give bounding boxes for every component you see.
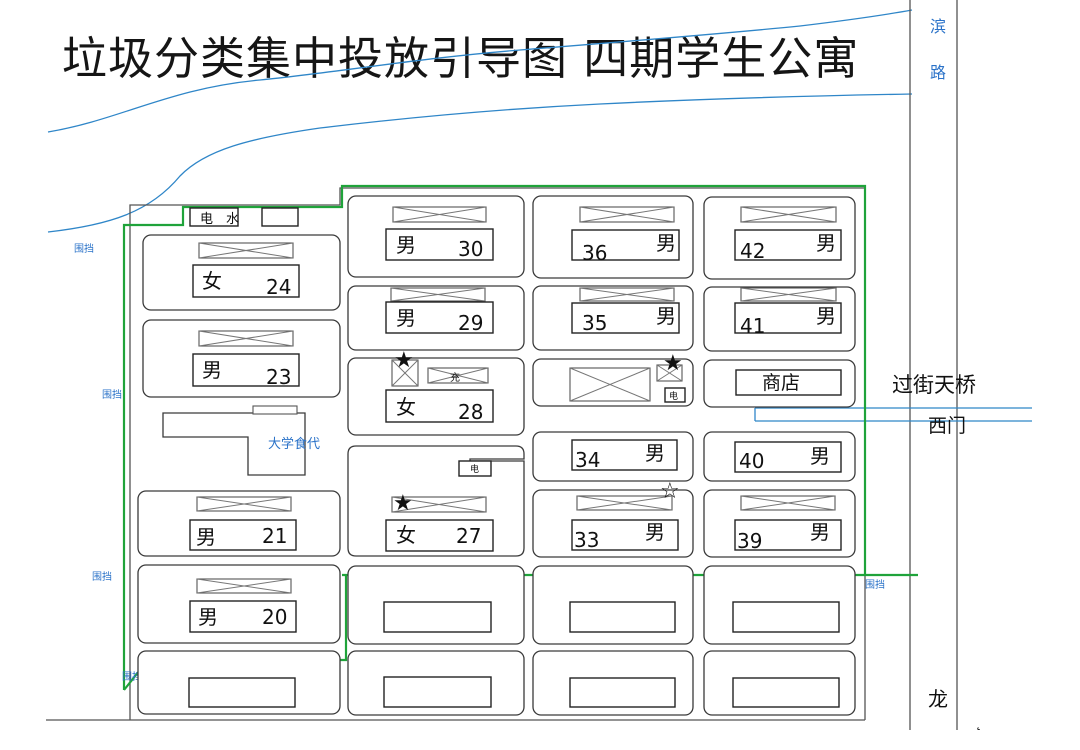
dorm-building: 36 男 [532, 195, 694, 279]
dorm-building: 42 男 [703, 196, 856, 280]
dorm-building: 电 女 27 [347, 445, 525, 557]
guide-route [122, 184, 867, 690]
collection-point-star-icon: ★ [394, 348, 414, 373]
canteen-label: 大学食代 [268, 436, 320, 452]
empty-building [347, 565, 525, 645]
dorm-gender: 男 [810, 520, 830, 544]
dorm-gender: 男 [816, 304, 836, 328]
dorm-building: 男 30 [347, 195, 525, 278]
road-name-bottom: 龙 [928, 687, 948, 711]
dorm-number: 29 [458, 311, 483, 335]
fence-label: 围挡 [92, 570, 112, 583]
dorm-building: 充 女 28 [347, 357, 525, 436]
dorm-building: 39 男 [703, 489, 856, 558]
dorm-building: 男 20 [137, 564, 341, 644]
shop-building: 商店 [703, 359, 856, 408]
bridge-label: 过街天桥 [892, 373, 976, 397]
dorm-building: 41 男 [703, 286, 856, 352]
river-line [47, 9, 913, 133]
empty-building [532, 650, 694, 716]
dorm-building: 男 21 [137, 490, 341, 557]
dorm-number: 23 [266, 365, 291, 389]
dorm-number: 24 [266, 275, 291, 299]
dorm-number: 40 [739, 449, 764, 473]
empty-building [532, 565, 694, 645]
dorm-number: 30 [458, 237, 483, 261]
laundry-building: 电 [532, 358, 694, 407]
dorm-building: 男 29 [347, 285, 525, 351]
dorm-gender: 男 [645, 441, 665, 465]
power-label: 电 [200, 212, 213, 227]
utility-box [261, 207, 299, 227]
dorm-building: 33 男 [532, 489, 694, 558]
dorm-number: 39 [737, 529, 762, 553]
collection-point-outline-star-icon: ☆ [660, 479, 680, 504]
dorm-gender: 男 [656, 304, 676, 328]
edge-mark: ˛ [975, 715, 982, 731]
dorm-gender: 女 [202, 269, 222, 293]
collection-point-star-icon: ★ [663, 351, 683, 376]
fence-label: 围挡 [74, 242, 94, 255]
map-title: 垃圾分类集中投放引导图 四期学生公寓 [62, 32, 860, 85]
dorm-number: 27 [456, 524, 481, 548]
dorm-gender: 男 [198, 605, 218, 629]
dorm-building: 35 男 [532, 285, 694, 351]
dorm-gender: 女 [396, 523, 416, 547]
dorm-number: 28 [458, 400, 483, 424]
dorm-number: 33 [574, 528, 599, 552]
fence-label: 围挡 [102, 388, 122, 401]
dorm-building: 女 24 [142, 234, 341, 311]
dorm-gender: 男 [656, 231, 676, 255]
utility-box [189, 207, 239, 227]
road-name-char: 路 [930, 63, 946, 82]
empty-building [703, 650, 856, 716]
dorm-building: 34 男 [532, 431, 694, 482]
dorm-number: 36 [582, 241, 607, 265]
dorm-gender: 男 [645, 520, 665, 544]
power-label: 电 [470, 463, 479, 475]
power-label: 电 [669, 390, 678, 402]
dorm-number: 35 [582, 311, 607, 335]
dorm-gender: 男 [196, 525, 216, 549]
dorm-gender: 男 [810, 444, 830, 468]
fence-label: 围挡 [865, 578, 885, 591]
river-line [47, 93, 913, 233]
dorm-number: 21 [262, 524, 287, 548]
empty-building [703, 565, 856, 645]
dorm-gender: 女 [396, 395, 416, 419]
bin-station [252, 405, 298, 415]
empty-building [137, 650, 341, 715]
dorm-gender: 男 [816, 231, 836, 255]
dorm-number: 34 [575, 448, 600, 472]
dorm-number: 20 [262, 605, 287, 629]
collection-point-star-icon: ★ [393, 491, 413, 516]
water-label: 水 [226, 212, 239, 227]
dorm-gender: 男 [396, 233, 416, 257]
dorm-building: 40 男 [703, 431, 856, 482]
dorm-number: 42 [740, 239, 765, 263]
canteen-building [162, 412, 306, 476]
road-name-char: 滨 [930, 17, 946, 36]
dorm-gender: 男 [396, 306, 416, 330]
dorm-building: 男 23 [142, 319, 341, 398]
fence-label: 围挡 [122, 670, 142, 683]
bin-center-label: 充 [450, 371, 460, 384]
west-gate-label: 西门 [928, 415, 966, 437]
dorm-gender: 男 [202, 358, 222, 382]
dorm-number: 41 [740, 314, 765, 338]
empty-building [347, 650, 525, 716]
shop-label: 商店 [762, 372, 800, 394]
